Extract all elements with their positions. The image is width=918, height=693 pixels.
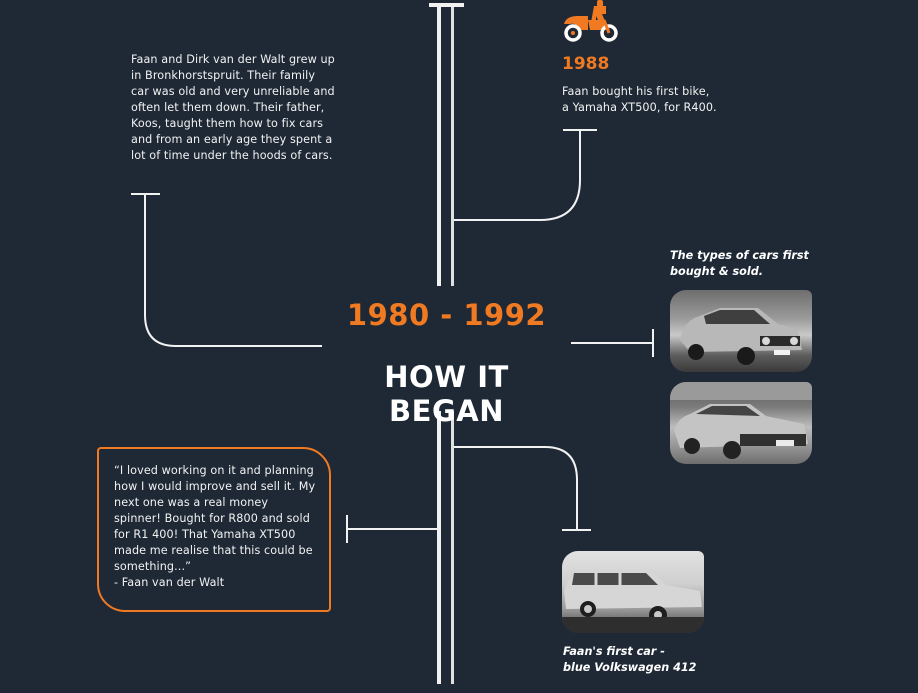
period-title: 1980 - 1992 xyxy=(346,298,547,332)
first-car-caption-line2: blue Volkswagen 412 xyxy=(563,661,697,674)
car-photo-golf xyxy=(670,290,812,372)
story-intro-text: Faan and Dirk van der Walt grew up in Br… xyxy=(131,53,335,162)
quote-author: - Faan van der Walt xyxy=(114,576,225,589)
first-car-caption-line1: Faan's first car - xyxy=(563,645,665,658)
cars-sold-caption-line2: bought & sold. xyxy=(670,265,763,278)
quote-box: “I loved working on it and planning how … xyxy=(97,447,331,612)
cars-sold-caption-line1: The types of cars first xyxy=(670,249,809,262)
timeline-main-line-top-left xyxy=(437,4,441,286)
car-photo-sedan xyxy=(670,382,812,464)
timeline-main-line-bottom-left xyxy=(437,411,441,684)
milestone-1988-year: 1988 xyxy=(562,54,610,74)
section-title: HOW IT BEGAN xyxy=(384,360,509,428)
timeline-main-line-top-right xyxy=(451,4,454,286)
timeline-top-cap xyxy=(429,3,464,7)
motorbike-icon xyxy=(560,0,622,44)
first-car-photo xyxy=(562,551,704,633)
milestone-1988-text-line1: Faan bought his first bike, xyxy=(562,85,710,98)
timeline-main-line-bottom-right xyxy=(451,411,454,684)
quote-text: “I loved working on it and planning how … xyxy=(114,464,316,573)
milestone-1988-text-line2: a Yamaha XT500, for R400. xyxy=(562,101,717,114)
